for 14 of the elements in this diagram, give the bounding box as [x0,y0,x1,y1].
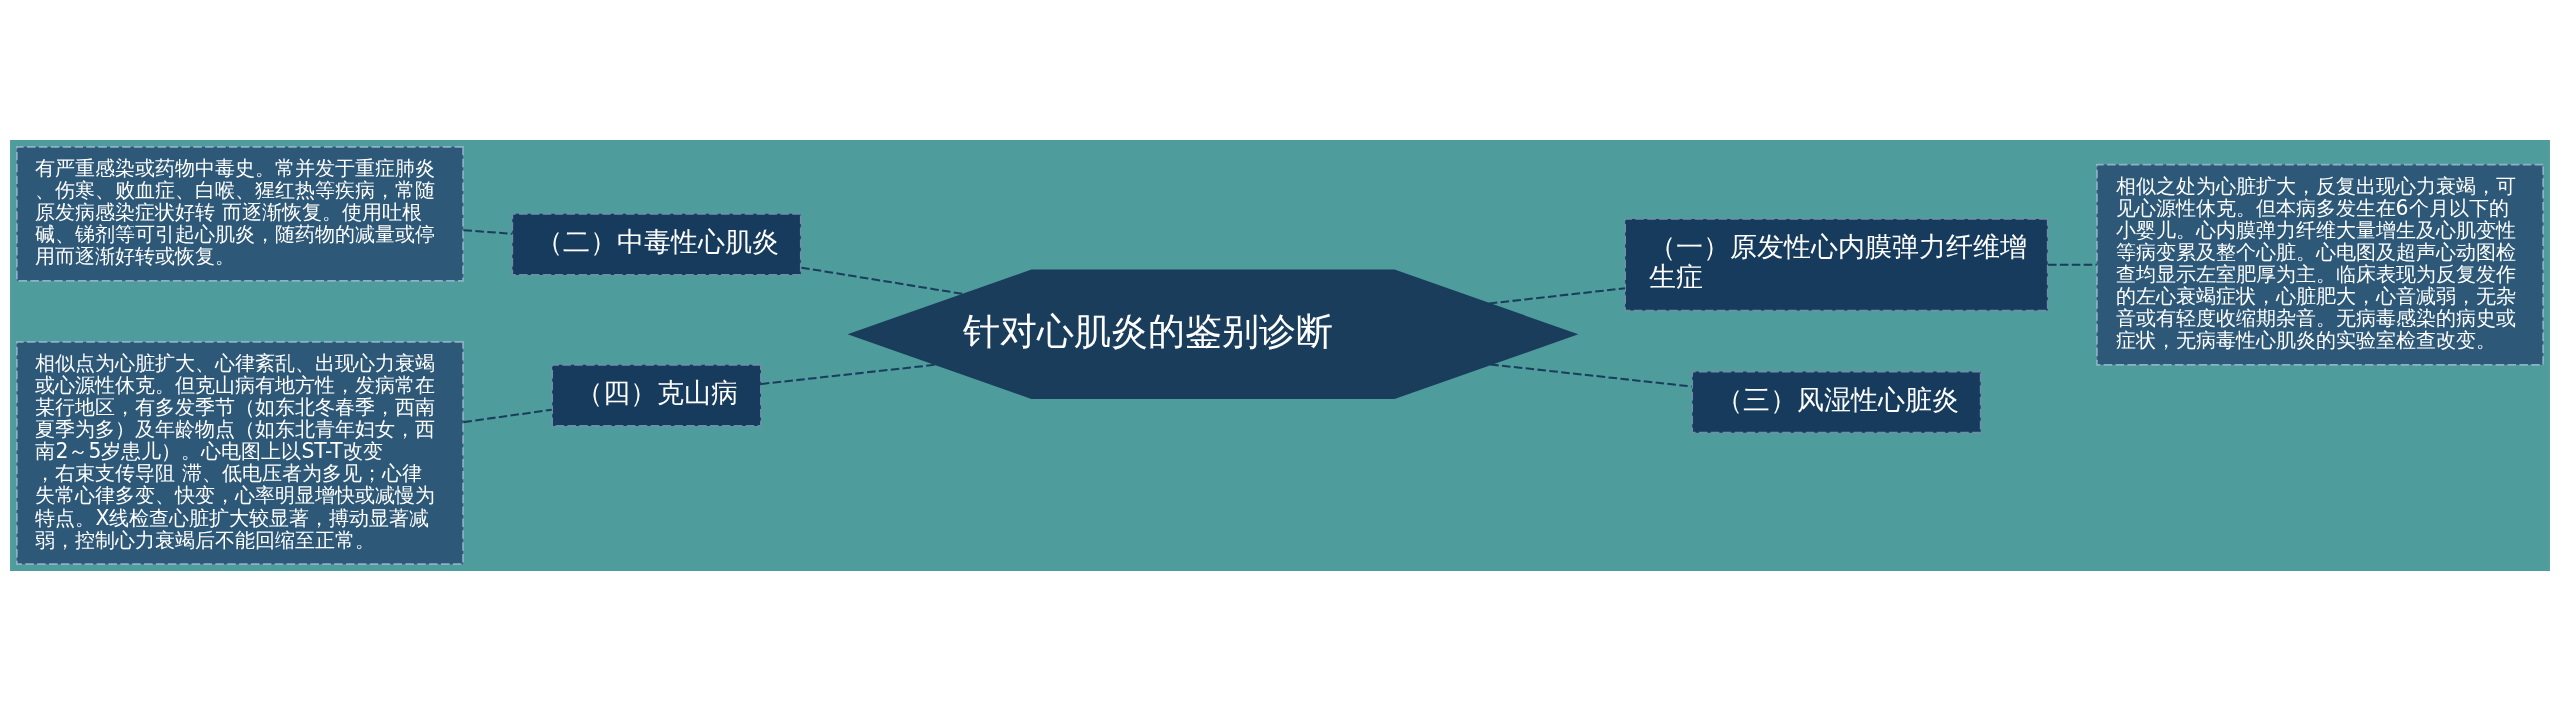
node-box: （二）中毒性心肌炎 [511,212,802,276]
connector [1490,362,1692,387]
connector [760,363,937,385]
node-box: 相似点为心脏扩大、心律紊乱、出现心力衰竭或心源性休克。但克山病有地方性，发病常在某行地区，有多发季节（如东北冬春季，西南夏季为多）及年龄物点（如东北青年妇女，西南2～5岁患儿）。心电图上以ST-T改变，右束支传导阻 滞、低电压者为多见；心律失常心律多变、快变，心率明显增快或减慢为特点。X线检查心脏扩大较显著，搏动显著减弱，控制心力衰竭后不能回缩至正常。 [15,340,464,565]
connector [1488,286,1626,305]
connector [2048,263,2097,266]
node-box: （四）克山病 [551,363,762,427]
connector [463,408,552,423]
node-box: （一）原发性心内膜弹力纤维增生症 [1624,217,2049,311]
node-box: 有严重感染或药物中毒史。常并发于重症肺炎、伤寒、败血症、白喉、猩红热等疾病，常随原发病感染症状好转 而逐渐恢复。使用吐根碱、锑剂等可引起心肌炎，随药物的减量或停用而逐渐好转或恢复。 [15,145,464,282]
node-box: 相似之处为心脏扩大，反复出现心力衰竭，可见心源性休克。但本病多发生在6个月以下的小婴儿。心内膜弹力纤维大量增生及心肌变性等病变累及整个心脏。心电图及超声心动图检查均显示左室肥厚为主。临床表现为反复发作的左心衰竭症状，心脏肥大，心音减弱，无杂音或有轻度收缩期杂音。无病毒感染的病史或症状，无病毒性心肌炎的实验室检查改变。 [2096,163,2544,366]
connector [801,266,965,295]
connector [463,228,513,235]
node-box: （三）风湿性心脏炎 [1691,370,1982,434]
